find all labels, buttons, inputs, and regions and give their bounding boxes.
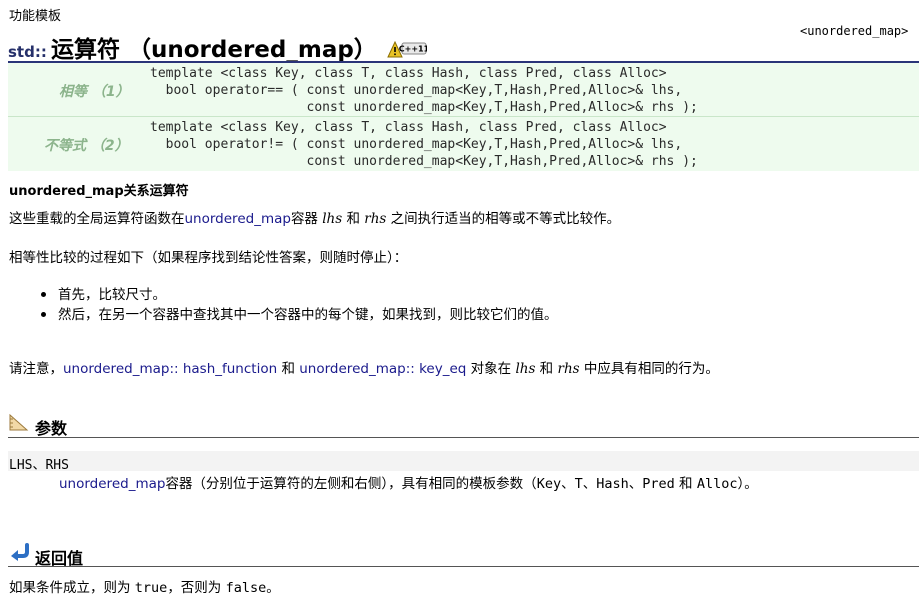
hash-function-link[interactable]: hash_function	[182, 361, 278, 377]
bullet-icon	[41, 291, 46, 297]
parameters-rule	[8, 437, 919, 438]
return-value-text: 如果条件成立，则为 true，否则为 false。	[9, 580, 280, 596]
header-reference[interactable]: <unordered_map>	[800, 24, 909, 38]
return-value-heading: 返回值	[35, 549, 84, 568]
page-title-row: std:: 运算符 （unordered_map） C++11	[8, 30, 430, 65]
category-label: 功能模板	[9, 9, 62, 24]
parameter-name: LHS、RHS	[9, 458, 69, 473]
bullet-icon	[41, 311, 46, 317]
description-heading: unordered_map关系运算符	[9, 184, 189, 199]
description-paragraph-3: 请注意，unordered_map:: hash_function 和 unor…	[9, 361, 719, 377]
declaration-code-equality: template <class Key, class T, class Hash…	[150, 66, 698, 115]
namespace-prefix[interactable]: std::	[8, 43, 47, 61]
unordered-map-link[interactable]: unordered_map	[59, 476, 166, 492]
cpp11-warning-icon: C++11	[387, 40, 430, 63]
parameter-description: unordered_map容器（分别位于运算符的左侧和右侧），具有相同的模板参数…	[59, 476, 758, 492]
declaration-equality	[8, 63, 919, 116]
declaration-label-inequality: 不等式 （2）	[44, 138, 129, 154]
return-arrow-icon	[9, 543, 31, 565]
list-item: 首先，比较尺寸。	[41, 283, 166, 303]
unordered-map-link[interactable]: unordered_map	[299, 361, 406, 377]
declaration-divider	[8, 116, 919, 117]
declaration-code-inequality: template <class Key, class T, class Hash…	[150, 120, 698, 169]
page-title: 运算符 （unordered_map）	[50, 37, 377, 63]
description-paragraph-1: 这些重载的全局运算符函数在unordered_map容器 lhs 和 rhs 之…	[9, 211, 621, 227]
parameter-name-row	[8, 451, 919, 471]
description-paragraph-2: 相等性比较的过程如下（如果程序找到结论性答案，则随时停止）：	[9, 250, 408, 266]
declaration-label-equality: 相等 （1）	[59, 84, 130, 100]
cpp11-badge-text: C++11	[399, 44, 427, 53]
parameters-heading: 参数	[35, 419, 68, 438]
declaration-inequality	[8, 117, 919, 171]
key-eq-link[interactable]: key_eq	[419, 361, 467, 377]
list-item: 然后，在另一个容器中查找其中一个容器中的每个键，如果找到，则比较它们的值。	[41, 303, 558, 323]
unordered-map-link[interactable]: unordered_map	[184, 211, 291, 227]
return-value-rule	[8, 566, 919, 567]
ruler-icon	[9, 413, 29, 435]
unordered-map-link[interactable]: unordered_map	[63, 361, 170, 377]
header-rule	[8, 61, 919, 63]
